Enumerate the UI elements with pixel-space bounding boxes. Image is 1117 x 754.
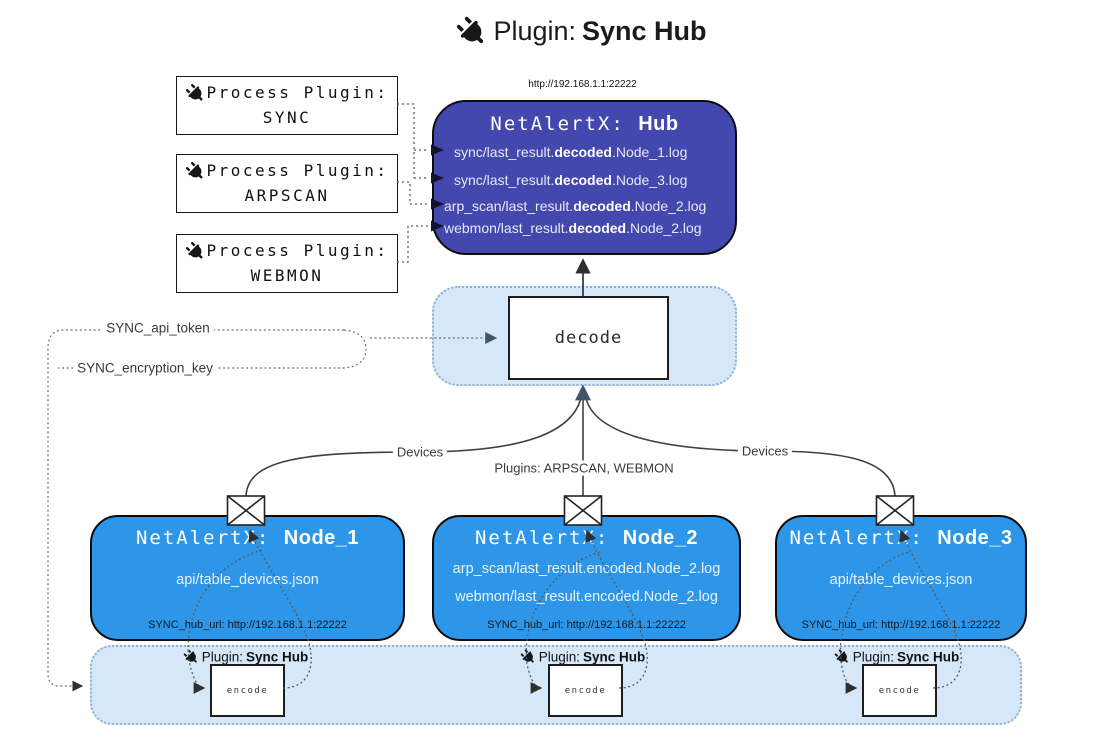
page-title: Plugin: Sync Hub [232, 16, 932, 47]
plug-icon [182, 80, 209, 107]
devices-label-left: Devices [392, 444, 448, 460]
process-plugin-box-webmon: Process Plugin: WEBMON [176, 234, 398, 293]
process-plugin-name: WEBMON [250, 265, 324, 285]
node-box-3: NetAlertX: Node_3 api/table_devices.json… [775, 515, 1027, 641]
devices-label-right: Devices [737, 443, 793, 459]
encode-box: encode [548, 664, 623, 717]
plug-icon [182, 238, 209, 265]
plugins-label: Plugins: ARPSCAN, WEBMON [490, 460, 678, 476]
node-file: arp_scan/last_result.encoded.Node_2.log [452, 561, 721, 577]
encode-label: encode [564, 685, 607, 696]
encode-box: encode [862, 664, 937, 717]
encode-label: encode [878, 685, 921, 696]
node-file: api/table_devices.json [176, 572, 319, 588]
node-title: NetAlertX: Node_2 [474, 527, 699, 549]
hub-file-row: sync/last_result.decoded.Node_1.log [454, 144, 688, 160]
hub-file-row: sync/last_result.decoded.Node_3.log [454, 172, 688, 188]
process-plugin-name: SYNC [262, 107, 312, 127]
decode-label: decode [554, 328, 623, 348]
plug-icon [518, 646, 539, 667]
process-plugin-name: ARPSCAN [244, 185, 330, 205]
wire-process-plugins-to-hub [397, 103, 429, 263]
process-plugin-label: Process Plugin: [206, 82, 389, 102]
plug-icon [832, 646, 853, 667]
node-hub-url: SYNC_hub_url: http://192.168.1.1:22222 [801, 619, 1001, 631]
wire-nodes-to-decode [245, 384, 896, 497]
plug-icon [451, 10, 493, 52]
node-title: NetAlertX: Node_1 [135, 527, 360, 549]
node-file: api/table_devices.json [829, 572, 973, 588]
hub-title: NetAlertX: Hub [434, 113, 735, 136]
hub-url-label: http://192.168.1.1:22222 [528, 79, 637, 90]
process-plugin-label: Process Plugin: [206, 160, 389, 180]
process-plugin-label: Process Plugin: [206, 240, 389, 260]
node-box-1: NetAlertX: Node_1 api/table_devices.json… [90, 515, 405, 641]
hub-box: NetAlertX: Hub sync/last_result.decoded.… [432, 100, 737, 255]
node-title: NetAlertX: Node_3 [789, 527, 1013, 549]
page-title-prefix: Plugin: [493, 16, 577, 46]
node-file: webmon/last_result.encoded.Node_2.log [455, 589, 718, 605]
plug-icon [182, 158, 209, 185]
hub-file-row: arp_scan/last_result.decoded.Node_2.log [444, 198, 707, 214]
sync-encryption-key-label: SYNC_encryption_key [73, 360, 217, 376]
encode-box: encode [210, 664, 285, 717]
plug-icon [181, 646, 202, 667]
page-title-name: Sync Hub [582, 16, 707, 46]
node-hub-url: SYNC_hub_url: http://192.168.1.1:22222 [148, 619, 347, 631]
node-box-2: NetAlertX: Node_2 arp_scan/last_result.e… [432, 515, 741, 641]
band-plugin-label: Plugin:Sync Hub [184, 650, 308, 665]
hub-file-row: webmon/last_result.decoded.Node_2.log [444, 220, 702, 236]
sync-api-token-label: SYNC_api_token [102, 320, 214, 336]
band-plugin-label: Plugin:Sync Hub [835, 650, 959, 665]
process-plugin-box-sync: Process Plugin: SYNC [176, 76, 398, 135]
hub-title-name: Hub [638, 113, 679, 135]
node-hub-url: SYNC_hub_url: http://192.168.1.1:22222 [487, 619, 686, 631]
band-plugin-label: Plugin:Sync Hub [521, 650, 645, 665]
hub-title-prefix: NetAlertX: [490, 113, 625, 135]
encode-label: encode [226, 685, 269, 696]
process-plugin-box-arpscan: Process Plugin: ARPSCAN [176, 154, 398, 213]
decode-box: decode [508, 296, 669, 380]
